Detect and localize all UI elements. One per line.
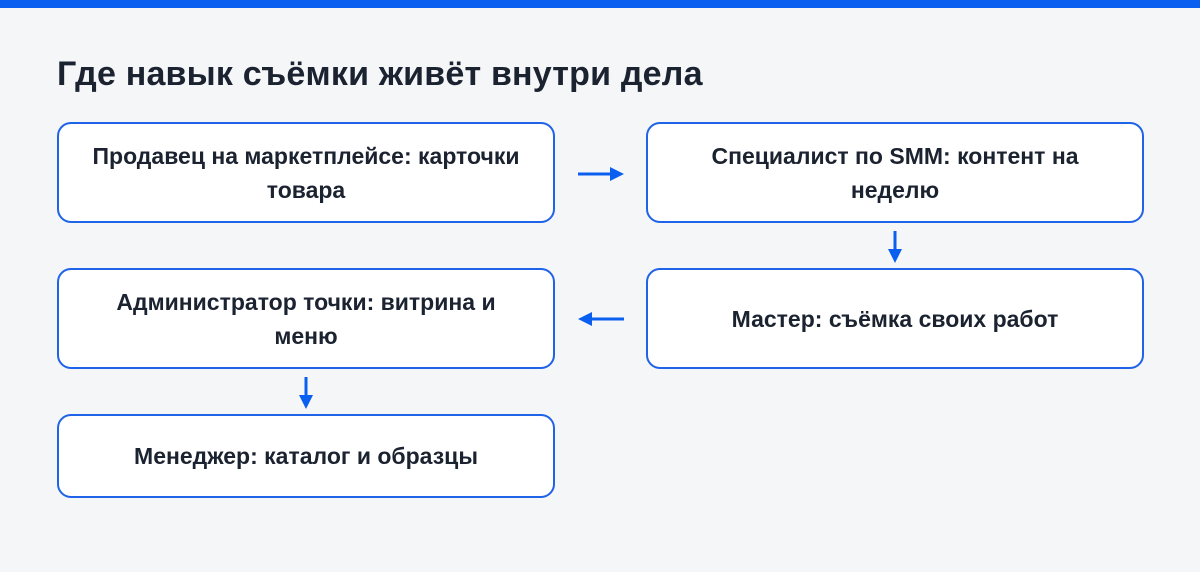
node-admin: Администратор точки: витрина и меню (57, 268, 555, 369)
node-seller: Продавец на маркетплейсе: карточки товар… (57, 122, 555, 223)
page-title: Где навык съёмки живёт внутри дела (57, 55, 703, 93)
arrow-right-icon (578, 167, 624, 181)
node-manager: Менеджер: каталог и образцы (57, 414, 555, 498)
node-master: Мастер: съёмка своих работ (646, 268, 1144, 369)
arrow-left-icon (578, 312, 624, 326)
node-smm-label: Специалист по SMM: контент на неделю (711, 142, 1079, 203)
arrow-down-icon (299, 377, 313, 409)
node-smm: Специалист по SMM: контент на неделю (646, 122, 1144, 223)
node-admin-label: Администратор точки: витрина и меню (116, 288, 496, 349)
node-seller-label: Продавец на маркетплейсе: карточки товар… (92, 142, 520, 203)
top-accent-bar (0, 0, 1200, 8)
node-manager-label: Менеджер: каталог и образцы (134, 443, 478, 469)
node-master-label: Мастер: съёмка своих работ (731, 305, 1059, 332)
arrow-down-icon (888, 231, 902, 263)
